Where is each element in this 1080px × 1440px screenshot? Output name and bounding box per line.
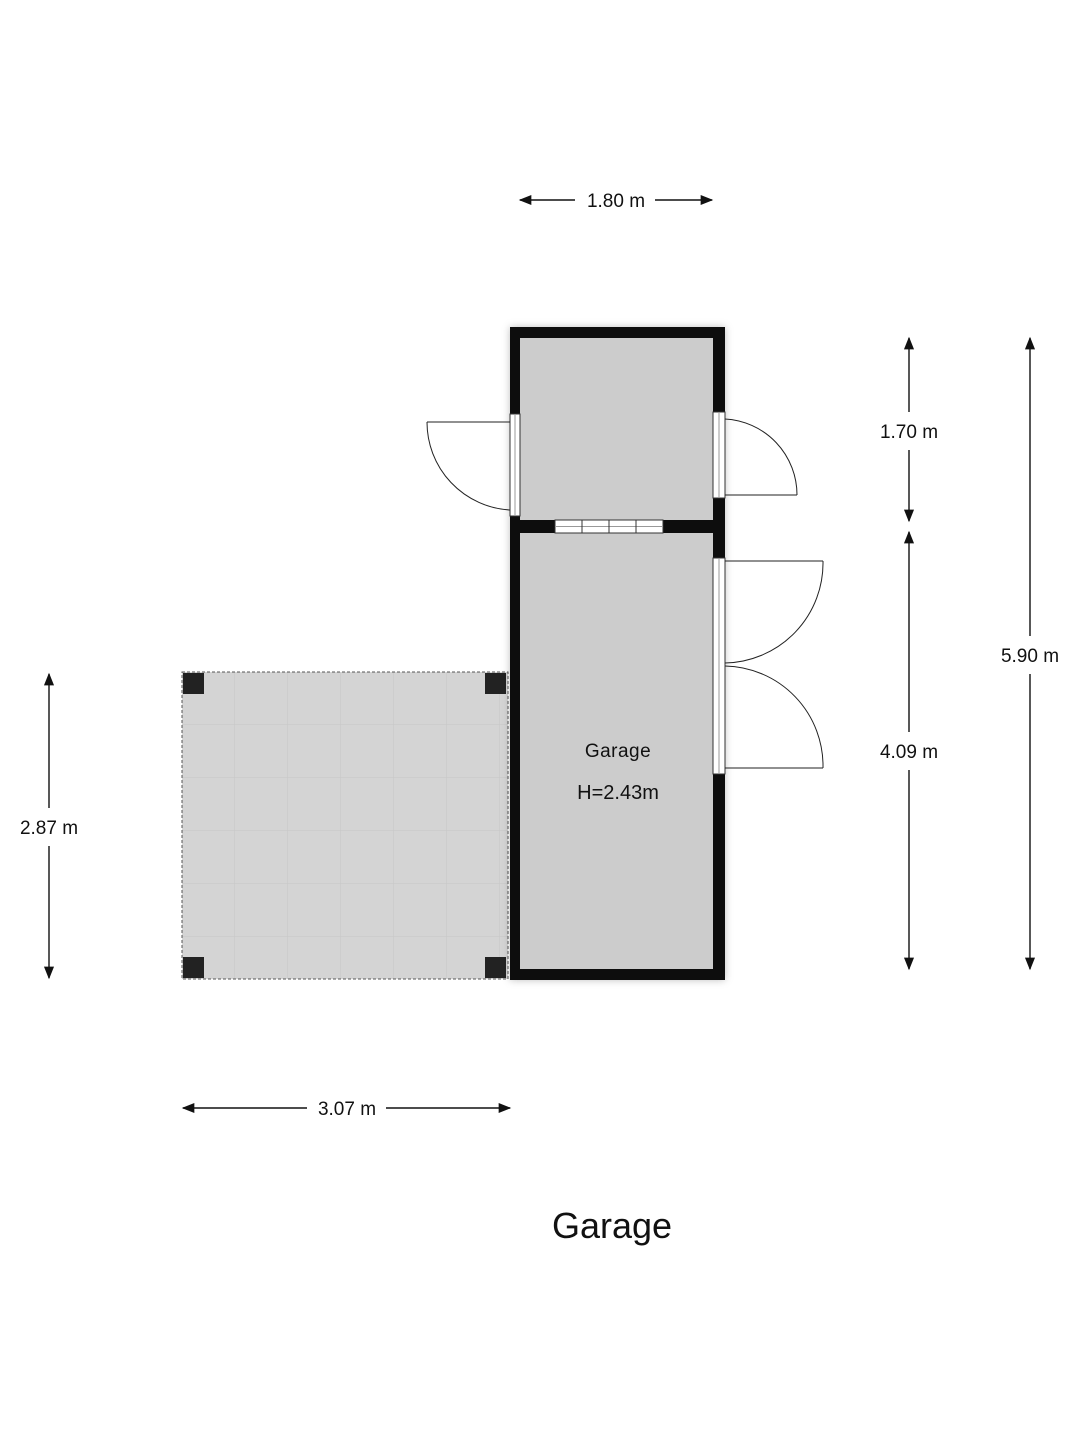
dimension-storage-height: 1.70 m [880, 336, 938, 523]
floor-title: Garage [552, 1205, 672, 1246]
door-storage-right [712, 411, 798, 499]
dimension-label-storage-height: 1.70 m [880, 422, 938, 443]
terrace-post-bottom-right [485, 957, 506, 978]
room-height-garage: H=2.43m [577, 782, 659, 804]
dimension-terrace-width: 3.07 m [181, 1099, 512, 1120]
terrace-post-top-right [485, 673, 506, 694]
dimension-label-top-width: 1.80 m [587, 191, 645, 212]
terrace-floor [181, 671, 509, 980]
dimension-label-total-height: 5.90 m [1001, 646, 1059, 667]
dimension-garage-height: 4.09 m [880, 530, 938, 971]
garage-room-floor [520, 533, 713, 969]
dimension-label-terrace-height: 2.87 m [20, 818, 78, 839]
door-garage-double [712, 557, 824, 775]
dimension-total-height: 5.90 m [1001, 336, 1059, 971]
terrace-post-bottom-left [183, 957, 204, 978]
room-label-garage: Garage [585, 741, 651, 762]
door-storage-left [426, 413, 521, 517]
dimension-label-garage-height: 4.09 m [880, 742, 938, 763]
storage-room-floor [520, 338, 713, 520]
dimension-top-width: 1.80 m [518, 191, 714, 212]
interior-window [554, 519, 664, 534]
terrace [181, 671, 509, 980]
terrace-post-top-left [183, 673, 204, 694]
dimension-label-terrace-width: 3.07 m [318, 1099, 376, 1120]
dimension-terrace-height: 2.87 m [20, 672, 78, 980]
